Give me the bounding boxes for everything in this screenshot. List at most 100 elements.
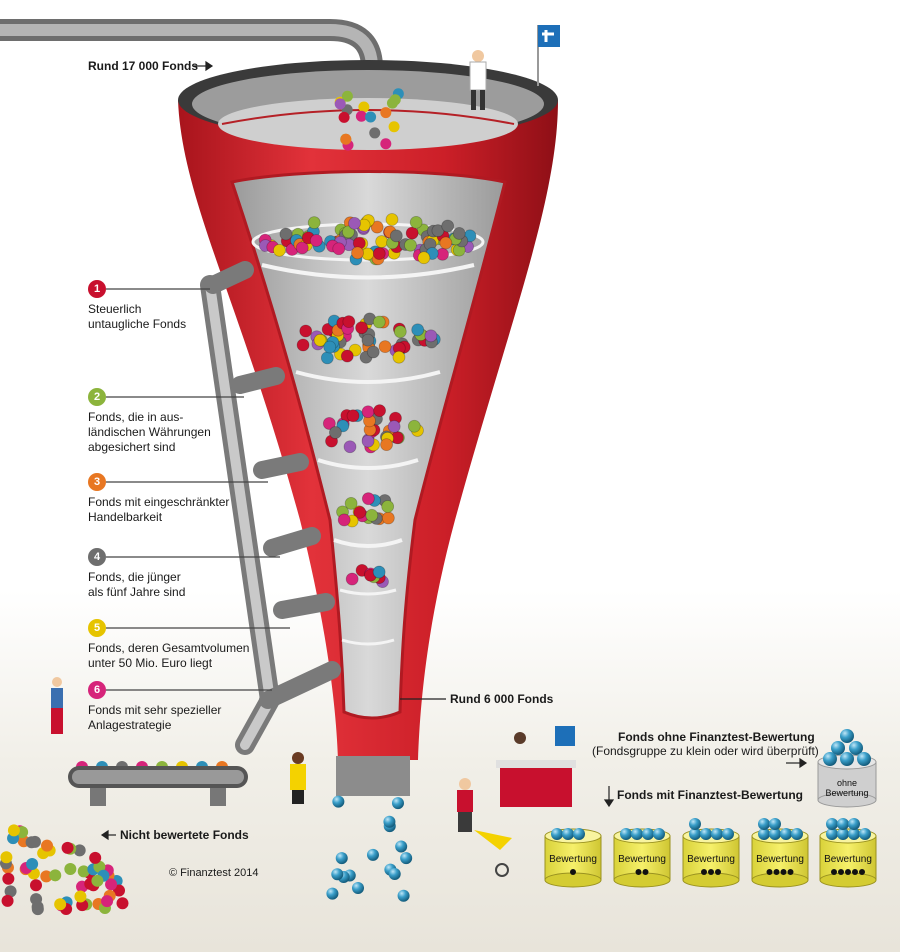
rating-dot: [642, 869, 649, 875]
criterion-number: 2: [88, 388, 106, 406]
rated-fund-ball: [383, 815, 396, 828]
fund-ball: [61, 841, 74, 854]
fund-ball: [91, 874, 104, 887]
fund-ball: [380, 438, 393, 452]
rating-tub-label: Bewertung: [618, 854, 666, 865]
with-rating-title: Fonds mit Finanztest-Bewertung: [617, 788, 803, 802]
criterion-number: 6: [88, 681, 106, 699]
fund-ball: [348, 216, 361, 230]
fund-ball: [404, 238, 417, 252]
fund-ball: [355, 321, 368, 335]
fund-ball: [73, 844, 86, 857]
fund-ball: [361, 405, 375, 419]
fund-ball: [338, 111, 350, 123]
rated-fund-ball: [837, 818, 849, 830]
unrated-tub: [817, 729, 877, 808]
copyright: © Finanztest 2014: [169, 867, 259, 879]
rated-fund-ball: [689, 828, 701, 840]
rated-fund-ball: [551, 828, 563, 840]
rating-dot: [701, 869, 707, 875]
fund-ball: [439, 236, 453, 250]
criterion-text: Fonds, deren Gesamtvolumen unter 50 Mio.…: [88, 641, 250, 670]
fund-ball: [295, 241, 309, 255]
fund-ball: [369, 127, 381, 139]
fund-ball: [387, 420, 401, 433]
rating-tub-label: Bewertung: [549, 854, 597, 865]
fund-ball: [372, 315, 386, 329]
rating-tub-label: Bewertung: [824, 854, 872, 865]
rated-fund-ball: [722, 828, 734, 840]
rating-dot: [773, 869, 780, 875]
rated-fund-ball: [758, 828, 770, 840]
rated-fund-ball: [848, 818, 860, 830]
fund-ball: [405, 226, 419, 240]
rating-dot: [859, 869, 865, 875]
fund-ball: [344, 497, 358, 510]
criterion-5: 5 Fonds, deren Gesamtvolumen unter 50 Mi…: [88, 619, 253, 671]
top-count-label: Rund 17 000 Fonds: [88, 59, 199, 73]
fund-ball: [101, 895, 114, 908]
rating-dot: [831, 869, 837, 875]
bottom-count-label: Rund 6 000 Fonds: [450, 692, 554, 706]
rated-fund-ball: [331, 868, 344, 881]
fund-ball: [358, 101, 370, 113]
rating-tubs: [544, 818, 877, 888]
rated-fund-ball: [826, 818, 838, 830]
fund-ball: [334, 98, 346, 110]
fund-ball: [2, 872, 15, 885]
fund-ball: [40, 870, 53, 883]
stiftung-warentest-flag: [537, 25, 560, 86]
rated-fund-ball: [326, 887, 339, 900]
fund-ball: [105, 878, 118, 891]
fund-ball: [407, 419, 421, 433]
fund-ball: [340, 349, 354, 363]
rated-fund-ball: [366, 848, 379, 861]
fund-ball: [64, 863, 77, 876]
fund-ball: [452, 227, 466, 240]
rated-fund-ball: [700, 828, 712, 840]
fund-ball: [380, 138, 392, 150]
fund-ball: [373, 404, 386, 418]
fund-ball: [49, 869, 62, 882]
fund-ball: [329, 426, 342, 439]
rated-fund-ball: [689, 818, 701, 830]
fund-ball: [381, 511, 395, 525]
not-rated-label: Nicht bewertete Fonds: [120, 828, 249, 842]
fund-ball: [41, 839, 54, 852]
fund-ball: [332, 242, 346, 256]
rated-fund-ball: [620, 828, 632, 840]
fund-ball: [322, 417, 336, 430]
fund-ball: [411, 323, 425, 337]
fund-ball: [378, 340, 392, 354]
fund-ball: [26, 858, 39, 871]
person-woman: [290, 752, 306, 804]
fund-ball: [1, 894, 14, 907]
rated-fund-ball: [352, 882, 365, 895]
criterion-4: 4 Fonds, die jünger als fünf Jahre sind: [88, 548, 253, 600]
fund-ball: [353, 505, 367, 519]
fund-ball: [345, 572, 359, 586]
reject-chute: [200, 261, 341, 755]
person-wheelbarrow: [457, 778, 512, 877]
fund-ball: [365, 508, 379, 522]
fund-ball: [372, 565, 386, 579]
rated-fund-ball: [335, 852, 348, 865]
fund-ball: [389, 229, 403, 243]
criterion-3: 3 Fonds mit eingeschränkter Handelbarkei…: [88, 473, 253, 525]
fund-ball: [313, 333, 327, 347]
rated-fund-ball: [711, 828, 723, 840]
without-rating-title: Fonds ohne Finanztest-Bewertung: [618, 730, 815, 744]
fund-ball: [424, 329, 438, 343]
criterion-text: Fonds mit eingeschränkter Handelbarkeit: [88, 495, 230, 524]
rating-dot: [852, 869, 858, 875]
fund-ball: [340, 133, 352, 145]
fund-ball: [370, 220, 384, 234]
rated-fund-ball: [400, 852, 413, 865]
rated-fund-ball: [332, 795, 345, 808]
fund-ball: [361, 492, 375, 506]
fund-ball: [388, 121, 400, 133]
fund-ball: [342, 315, 356, 329]
fund-ball: [351, 246, 364, 260]
rating-tub: [613, 828, 671, 888]
